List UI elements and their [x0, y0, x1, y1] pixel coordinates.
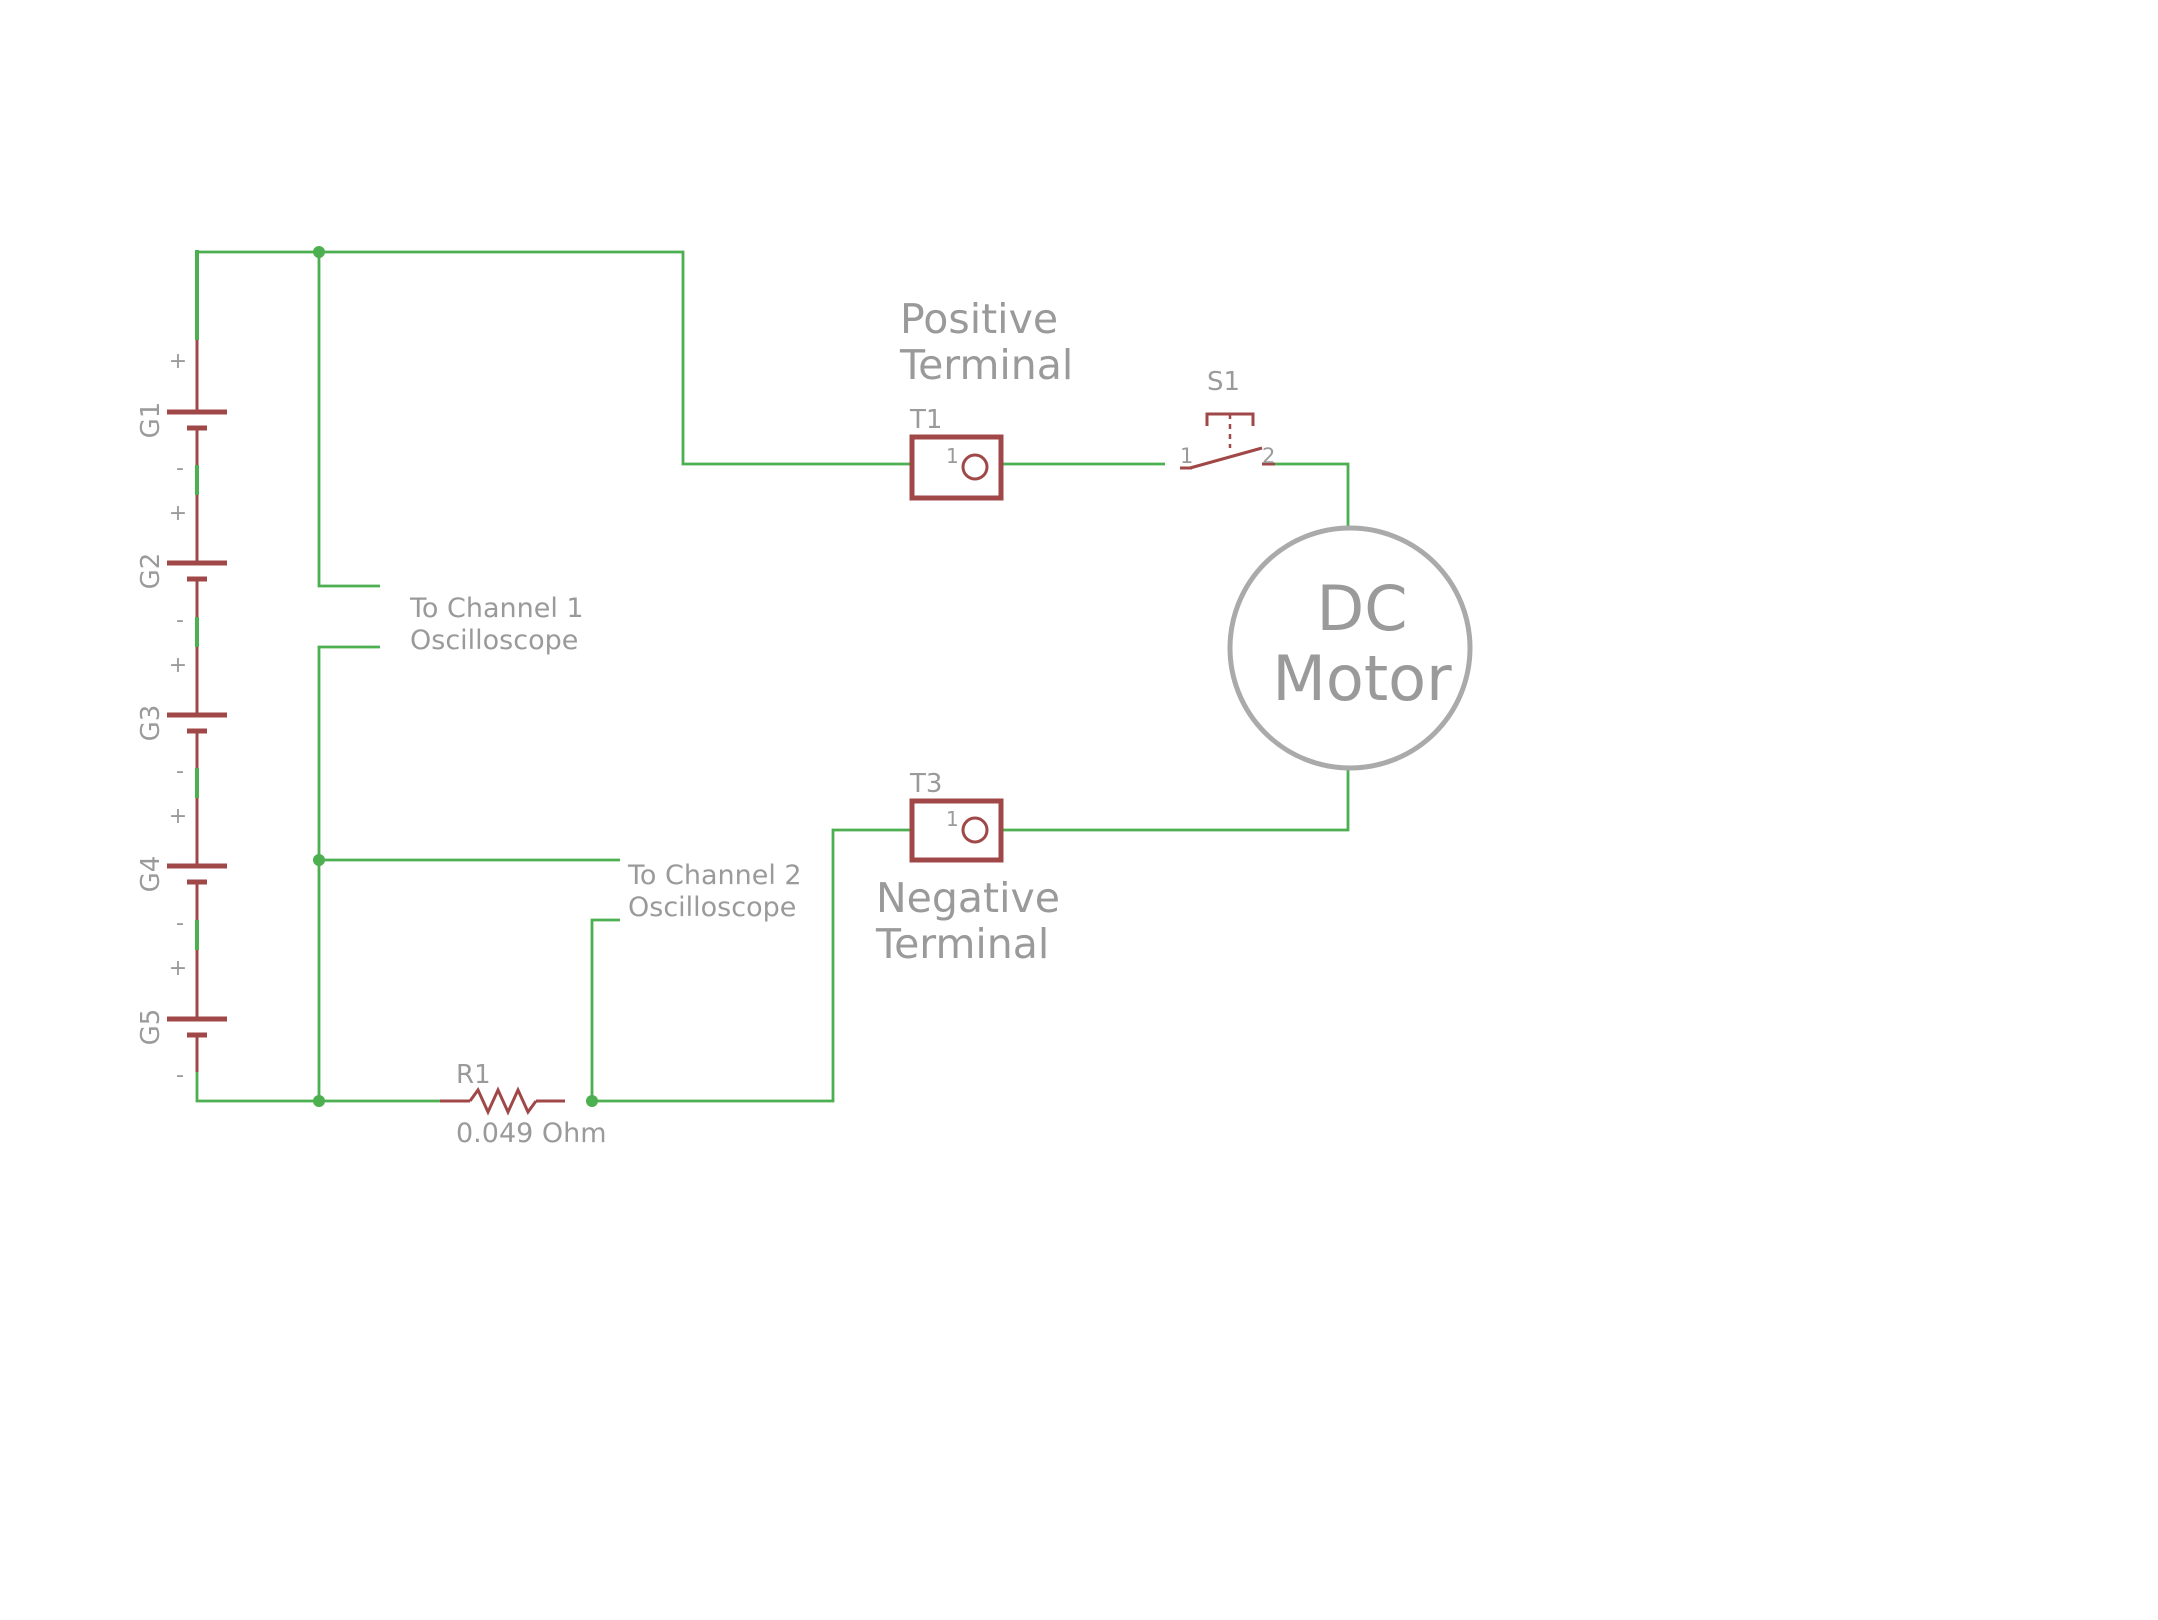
- wires: [195, 250, 1350, 1103]
- motor-line1: DC: [1316, 572, 1407, 645]
- battery-label: G2: [136, 553, 166, 590]
- positive-terminal-t1: Positive Terminal T1 1: [899, 295, 1073, 501]
- motor-line2: Motor: [1272, 642, 1452, 715]
- battery-g1: + - G1: [136, 340, 227, 481]
- battery-plus-label: +: [169, 956, 187, 981]
- channel1-line2: Oscilloscope: [410, 625, 578, 656]
- negative-terminal-t3: T3 1 Negative Terminal: [875, 769, 1060, 968]
- junction-dot: [313, 1095, 325, 1107]
- battery-label: G3: [136, 705, 166, 742]
- channel2-line1: To Channel 2: [627, 860, 802, 891]
- positive-terminal-line1: Positive: [900, 295, 1058, 343]
- channel1-label: To Channel 1 Oscilloscope: [409, 593, 584, 656]
- switch-pin1: 1: [1180, 444, 1193, 468]
- battery-minus-label: -: [176, 1063, 184, 1088]
- junction-dot: [586, 1095, 598, 1107]
- junction-dot: [313, 854, 325, 866]
- switch-name: S1: [1207, 367, 1240, 397]
- terminal-name: T3: [909, 769, 942, 799]
- battery-plus-label: +: [169, 349, 187, 374]
- battery-g5: + - G5: [136, 950, 227, 1088]
- battery-label: G4: [136, 856, 166, 893]
- channel2-line2: Oscilloscope: [628, 892, 796, 923]
- battery-minus-label: -: [176, 608, 184, 633]
- battery-plus-label: +: [169, 653, 187, 678]
- battery-stack: + - G1 + - G2 + - G3: [136, 340, 227, 1088]
- negative-terminal-line1: Negative: [876, 874, 1060, 922]
- channel1-line1: To Channel 1: [409, 593, 584, 624]
- battery-plus-label: +: [169, 501, 187, 526]
- battery-g2: + - G2: [136, 495, 227, 633]
- battery-label: G1: [136, 402, 166, 439]
- battery-minus-label: -: [176, 759, 184, 784]
- switch-pin2: 2: [1262, 444, 1275, 468]
- terminal-pin: 1: [946, 807, 959, 831]
- battery-g4: + - G4: [136, 798, 227, 936]
- channel2-label: To Channel 2 Oscilloscope: [627, 860, 802, 923]
- battery-minus-label: -: [176, 911, 184, 936]
- terminal-pin: 1: [946, 444, 959, 468]
- battery-plus-label: +: [169, 804, 187, 829]
- battery-g3: + - G3: [136, 647, 227, 784]
- battery-minus-label: -: [176, 456, 184, 481]
- positive-terminal-line2: Terminal: [899, 341, 1073, 389]
- junction-dot: [313, 246, 325, 258]
- junctions: [313, 246, 598, 1107]
- negative-terminal-line2: Terminal: [875, 920, 1049, 968]
- resistor-name: R1: [456, 1060, 491, 1090]
- resistor-r1: R1 0.049 Ohm: [440, 1060, 607, 1149]
- battery-label: G5: [136, 1009, 166, 1046]
- dc-motor: DC Motor: [1227, 525, 1473, 771]
- resistor-value: 0.049 Ohm: [456, 1118, 607, 1149]
- switch-s1: S1 1 2: [1180, 367, 1275, 470]
- terminal-name: T1: [909, 405, 942, 435]
